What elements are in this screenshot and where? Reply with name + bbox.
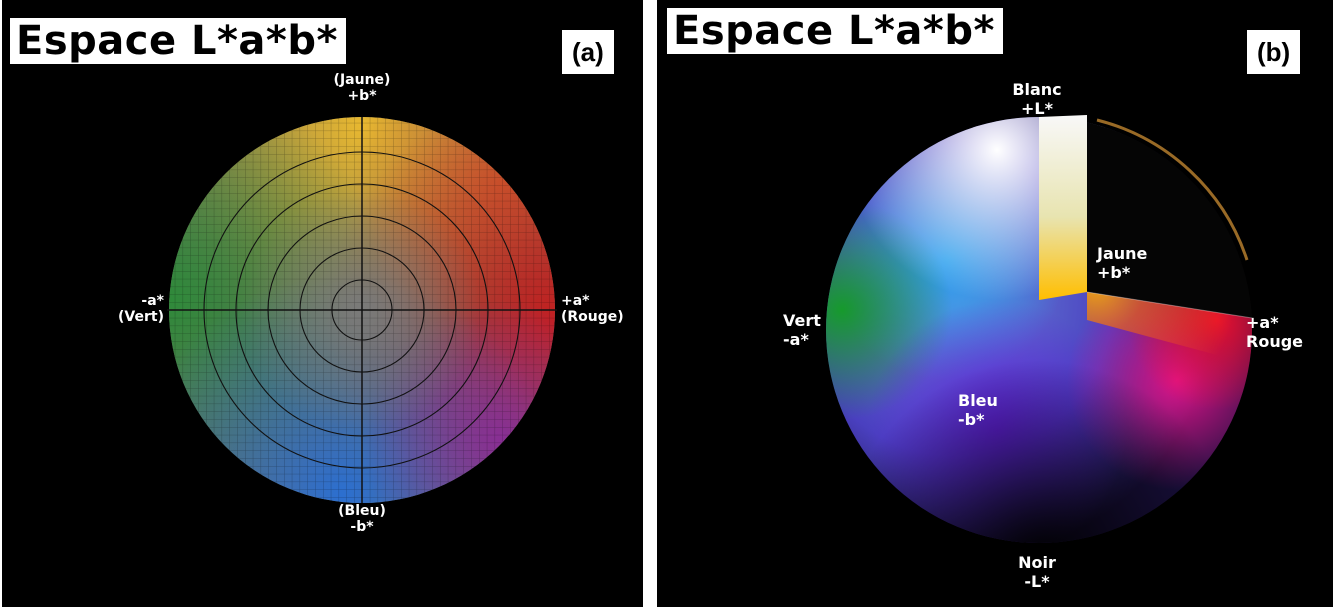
panel-b-title: Espace L*a*b* [667,8,1003,54]
label-blue: Bleu -b* [958,391,998,429]
cutaway-octant [1039,115,1252,318]
label-red-name: (Rouge) [561,309,624,325]
label-plus-a: +a* [561,293,590,309]
label-green: Vert -a* [783,311,821,349]
label-blue: (Bleu) -b* [322,503,402,535]
panel-a-title: Espace L*a*b* [10,18,346,64]
label-plus-a: +a* [1246,313,1279,332]
cutaway-floor [1087,292,1252,355]
label-blue-name: Bleu [958,391,998,410]
label-yellow: Jaune +b* [1097,244,1147,282]
label-black: Noir -L* [997,553,1077,591]
label-yellow: (Jaune) +b* [322,72,402,104]
label-minus-b: -b* [350,519,374,535]
ab-plane-disc [167,117,557,503]
label-red: +a* (Rouge) [561,293,641,325]
label-plus-l: +L* [1021,99,1053,118]
label-minus-a: -a* [783,330,809,349]
label-minus-a: -a* [141,293,164,309]
label-green-name: Vert [783,311,821,330]
label-white-name: Blanc [1012,80,1062,99]
label-minus-l: -L* [1024,572,1050,591]
label-minus-b: -b* [958,410,985,429]
label-white: Blanc +L* [997,80,1077,118]
label-yellow-name: Jaune [1097,244,1148,263]
panel-a-tag: (a) [562,30,614,74]
label-red: +a* Rouge [1246,313,1303,351]
label-plus-b: +b* [1097,263,1131,282]
label-green-name: (Vert) [118,309,164,325]
label-yellow-name: (Jaune) [333,72,391,88]
label-black-name: Noir [1018,553,1056,572]
panel-b-lab-sphere: Espace L*a*b* (b) Blanc +L* Jaune +b* +a… [657,0,1333,607]
cutaway-wall [1039,115,1087,300]
lab-sphere [826,115,1253,543]
label-plus-b: +b* [347,88,377,104]
panel-b-tag: (b) [1247,30,1301,74]
panel-a-chroma-disc: Espace L*a*b* (a) (Jaune) +b* (Bleu) -b*… [2,0,643,607]
label-blue-name: (Bleu) [338,503,386,519]
label-red-name: Rouge [1246,332,1304,351]
label-green: -a* (Vert) [92,293,164,325]
